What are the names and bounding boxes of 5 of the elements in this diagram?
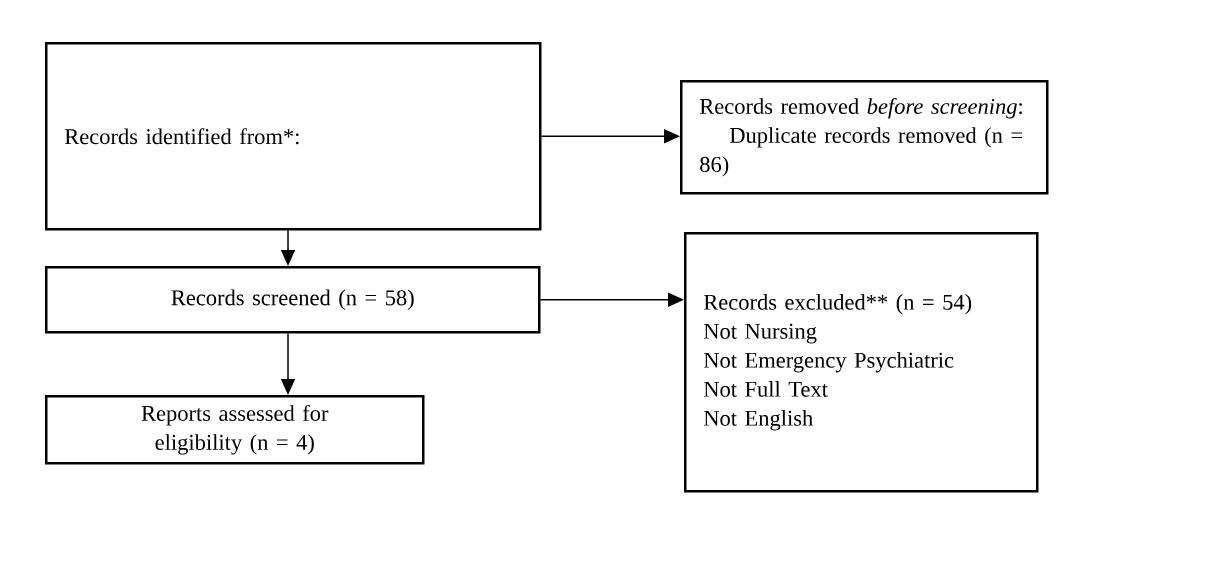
process-box: Reports assessed for eligibility (n = 4) bbox=[45, 395, 425, 465]
process-box: Records removed before screening: Duplicate records removed (n = 86) bbox=[680, 80, 1049, 195]
process-box: Records excluded** (n = 54) Not Nursing Not Emergency Psychiatric Not Full Text Not English bbox=[684, 232, 1039, 493]
process-box: Records screened (n = 58) bbox=[45, 266, 541, 334]
process-box: Records identified from*: bbox=[45, 42, 542, 231]
